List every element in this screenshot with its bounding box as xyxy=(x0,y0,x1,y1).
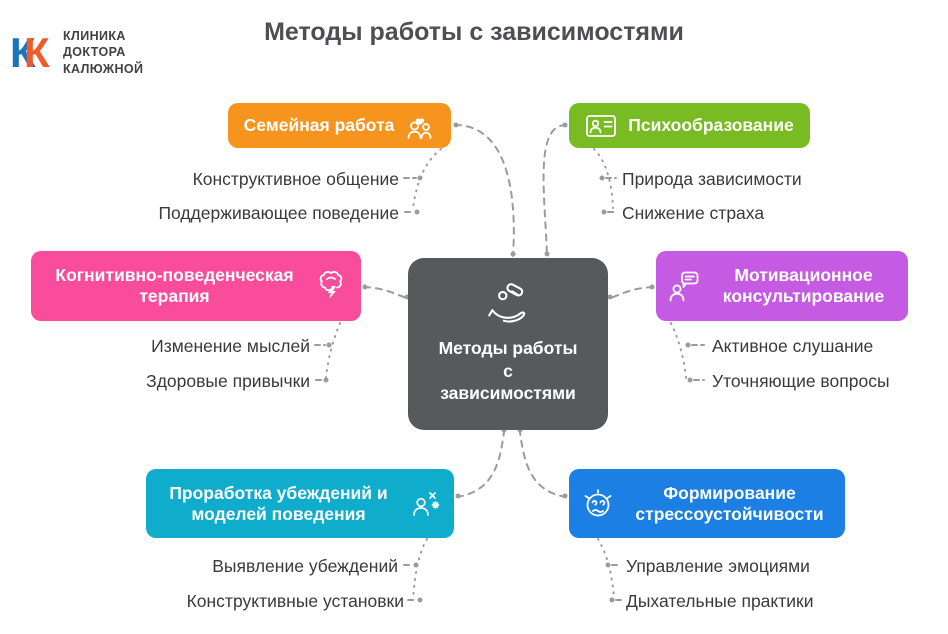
center-node: Методы работы с зависимостями xyxy=(408,258,608,430)
clinic-logo: К К КЛИНИКА ДОКТОРА КАЛЮЖНОЙ xyxy=(10,28,143,77)
hand-with-pills-icon xyxy=(488,283,526,323)
sub-item-stress-2: Дыхательные практики xyxy=(626,591,814,611)
sub-item-family-2: Поддерживающее поведение xyxy=(158,203,399,223)
logo-line: ДОКТОРА xyxy=(63,45,126,60)
sub-item-family-1: Конструктивное общение xyxy=(192,169,399,189)
psychoeducation-icon xyxy=(586,114,617,137)
sub-item-psychoeducation-2: Снижение страха xyxy=(622,203,765,223)
svg-text:К: К xyxy=(10,31,36,73)
branch-beliefs-rework: Проработка убеждений и моделей поведения xyxy=(146,469,454,538)
clinic-logo-text: КЛИНИКА ДОКТОРА КАЛЮЖНОЙ xyxy=(63,28,143,77)
sub-item-cbt-2: Здоровые привычки xyxy=(146,371,310,391)
dialog-person-icon xyxy=(669,271,699,302)
sub-item-stress-1: Управление эмоциями xyxy=(626,556,810,576)
sub-item-cbt-1: Изменение мыслей xyxy=(151,336,310,356)
sub-item-psychoeducation-1: Природа зависимости xyxy=(622,169,802,189)
center-label-line: зависимостями xyxy=(440,383,576,404)
branch-label: Формирование стрессоустойчивости xyxy=(635,482,824,524)
sub-item-beliefs-2: Конструктивные установки xyxy=(186,591,404,611)
center-label-line: с xyxy=(503,360,513,381)
center-label-line: Методы работы xyxy=(438,337,578,358)
family-icon xyxy=(407,117,432,139)
center-node-label: Методы работы с зависимостями xyxy=(439,337,578,405)
brain-lightning-icon xyxy=(319,271,342,299)
branch-label: Психообразование xyxy=(628,115,794,135)
logo-line: КАЛЮЖНОЙ xyxy=(63,61,144,76)
logo-line: КЛИНИКА xyxy=(63,29,126,43)
person-beliefs-icon xyxy=(413,491,440,516)
clinic-logo-icon: К К xyxy=(10,31,50,73)
page-title: Методы работы с зависимостями xyxy=(264,18,684,46)
sub-item-motivation-1: Активное слушание xyxy=(712,336,874,356)
branch-family-work: Семейная работа xyxy=(228,103,451,148)
sub-item-motivation-2: Уточняющие вопросы xyxy=(712,371,890,391)
branch-motivational-counseling: Мотивационное консультирование xyxy=(656,251,908,321)
branch-stress-resilience: Формирование стрессоустойчивости xyxy=(569,469,845,538)
stressed-face-icon xyxy=(584,488,612,516)
branch-label: Проработка убеждений и моделей поведения xyxy=(169,482,388,524)
branch-label: Когнитивно-поведенческая терапия xyxy=(55,265,294,306)
branch-psychoeducation: Психообразование xyxy=(569,103,810,148)
sub-item-beliefs-1: Выявление убеждений xyxy=(212,556,398,576)
svg-text:К: К xyxy=(24,31,50,73)
branch-label: Семейная работа xyxy=(243,115,395,135)
branch-cbt: Когнитивно-поведенческая терапия xyxy=(31,251,361,321)
branch-label: Мотивационное консультирование xyxy=(722,265,885,306)
